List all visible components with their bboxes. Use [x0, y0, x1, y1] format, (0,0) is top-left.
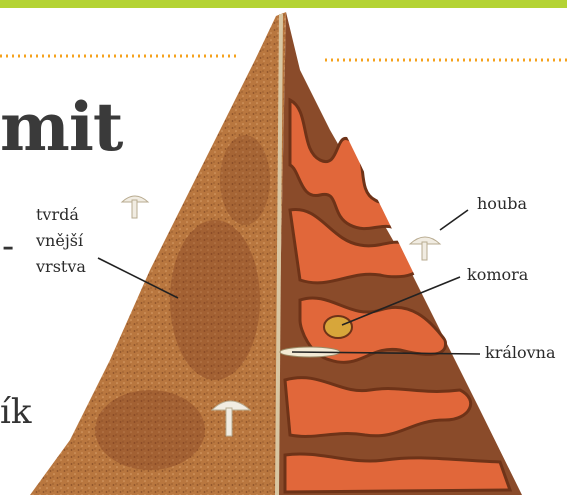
top-green-border [0, 0, 567, 8]
label-kralovna: královna [485, 340, 556, 366]
crust-dark-patch [170, 220, 260, 380]
label-tvrda-line1: tvrdá [36, 202, 79, 228]
cropped-text-fragment: ík [0, 392, 31, 432]
fungus-icon [410, 237, 440, 260]
queen-chamber [324, 316, 352, 338]
leader-line-houba [440, 210, 468, 230]
cropped-text-fragment: - [2, 226, 14, 267]
label-houba: houba [477, 191, 527, 217]
page-title: mit [0, 88, 122, 166]
crust-dark-patch [95, 390, 205, 470]
label-tvrda-line2: vnější [36, 228, 83, 254]
label-komora: komora [467, 262, 528, 288]
fungus-icon [122, 196, 148, 218]
label-tvrda-line3: vrstva [36, 254, 86, 280]
crust-dark-patch [220, 135, 270, 225]
